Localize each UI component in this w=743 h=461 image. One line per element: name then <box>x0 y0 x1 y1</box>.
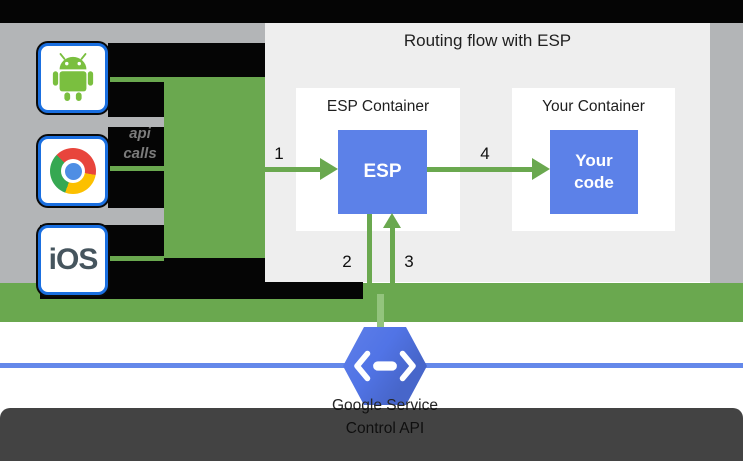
esp-to-service-connector <box>377 294 384 338</box>
your-code-box: Your code <box>550 130 638 214</box>
android-robot-icon <box>52 53 94 101</box>
step-1-label: 1 <box>274 144 284 163</box>
android-client-box <box>38 43 108 113</box>
your-code-line1: Your <box>575 151 613 170</box>
your-container-box: Your Container Your code <box>512 88 675 231</box>
api-calls-label: api calls <box>112 124 168 164</box>
arrow-3-head <box>383 213 401 228</box>
chrome-icon-center <box>64 162 82 180</box>
ios-connector-line <box>108 256 164 261</box>
android-connector-line <box>108 77 164 82</box>
chrome-client-box <box>38 136 108 206</box>
step-2-label: 2 <box>342 252 352 271</box>
cloud-endpoints-hexagon-icon <box>343 327 427 405</box>
right-gray-background <box>710 23 743 283</box>
arrow-2-shaft <box>367 214 372 322</box>
step-4-label: 4 <box>480 144 490 163</box>
arrow-1-shaft <box>265 167 320 172</box>
green-merge-rectangle <box>164 77 265 258</box>
chrome-browser-icon <box>50 148 96 194</box>
bottom-dark-overlay-bar <box>0 408 743 461</box>
step-3-label: 3 <box>404 252 414 271</box>
your-code-line2: code <box>574 173 614 192</box>
esp-container-title: ESP Container <box>326 98 430 115</box>
esp-container-box: ESP Container ESP <box>296 88 460 231</box>
arrow-4-head <box>532 158 550 180</box>
your-container-title: Your Container <box>542 98 645 115</box>
esp-box: ESP <box>338 130 427 214</box>
panel-title: Routing flow with ESP <box>403 31 572 50</box>
arrow-3-shaft <box>390 228 395 322</box>
top-black-bar <box>0 0 743 23</box>
routing-flow-panel: Routing flow with ESP ESP Container ESP … <box>265 23 710 322</box>
esp-box-label: ESP <box>363 161 402 182</box>
ios-client-box: iOS <box>38 225 108 295</box>
api-calls-line2: calls <box>123 145 157 162</box>
arrow-1-head <box>320 158 338 180</box>
ios-label: iOS <box>48 243 99 276</box>
api-calls-line1: api <box>129 125 151 142</box>
code-brackets-glyph <box>354 350 416 382</box>
chrome-connector-line <box>108 166 164 171</box>
arrow-4-shaft <box>427 167 532 172</box>
